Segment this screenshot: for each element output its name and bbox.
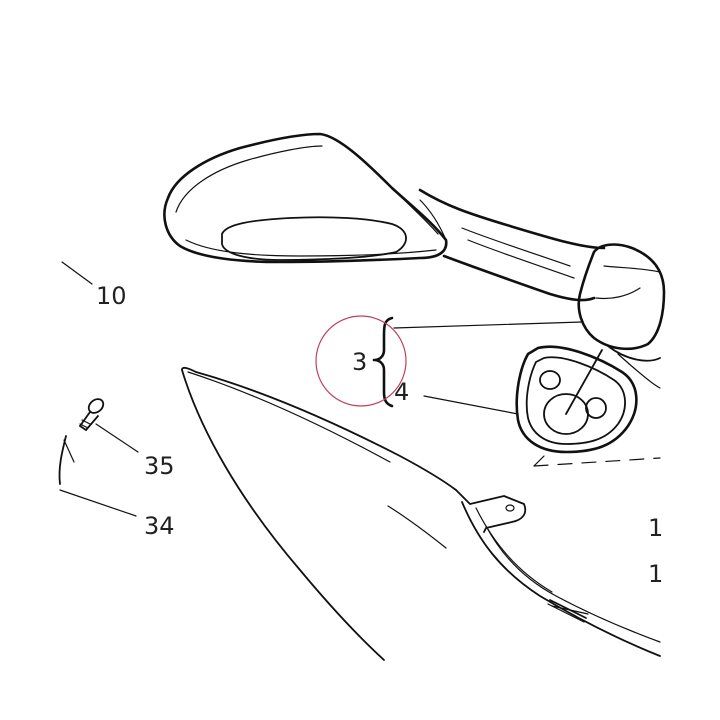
leader-lines — [59, 261, 583, 517]
group-brace — [372, 316, 394, 408]
highlight-circle — [315, 315, 407, 407]
leader-35 — [95, 423, 139, 453]
leader-34 — [59, 489, 137, 517]
mirror-stem — [418, 188, 606, 250]
mirror-pivot-joint — [577, 243, 666, 351]
callout-1-upper: 1 — [648, 514, 663, 542]
rubber-gasket — [515, 345, 638, 454]
callout-3: 3 — [352, 348, 367, 376]
leader-3 — [393, 321, 583, 329]
mirror-assembly — [163, 132, 666, 389]
fairing-panel — [181, 366, 661, 661]
callout-34: 34 — [144, 512, 175, 540]
mirror-housing — [163, 132, 448, 264]
callout-35: 35 — [144, 452, 175, 480]
callout-1-lower: 1 — [648, 560, 663, 588]
leader-10 — [61, 261, 93, 285]
fairing-tab — [455, 489, 527, 533]
callout-4: 4 — [394, 378, 409, 406]
bracket-edge — [58, 435, 75, 485]
indicator-lens — [221, 216, 407, 261]
screw-part — [79, 398, 105, 431]
callout-10: 10 — [96, 282, 127, 310]
leader-4 — [423, 395, 519, 415]
